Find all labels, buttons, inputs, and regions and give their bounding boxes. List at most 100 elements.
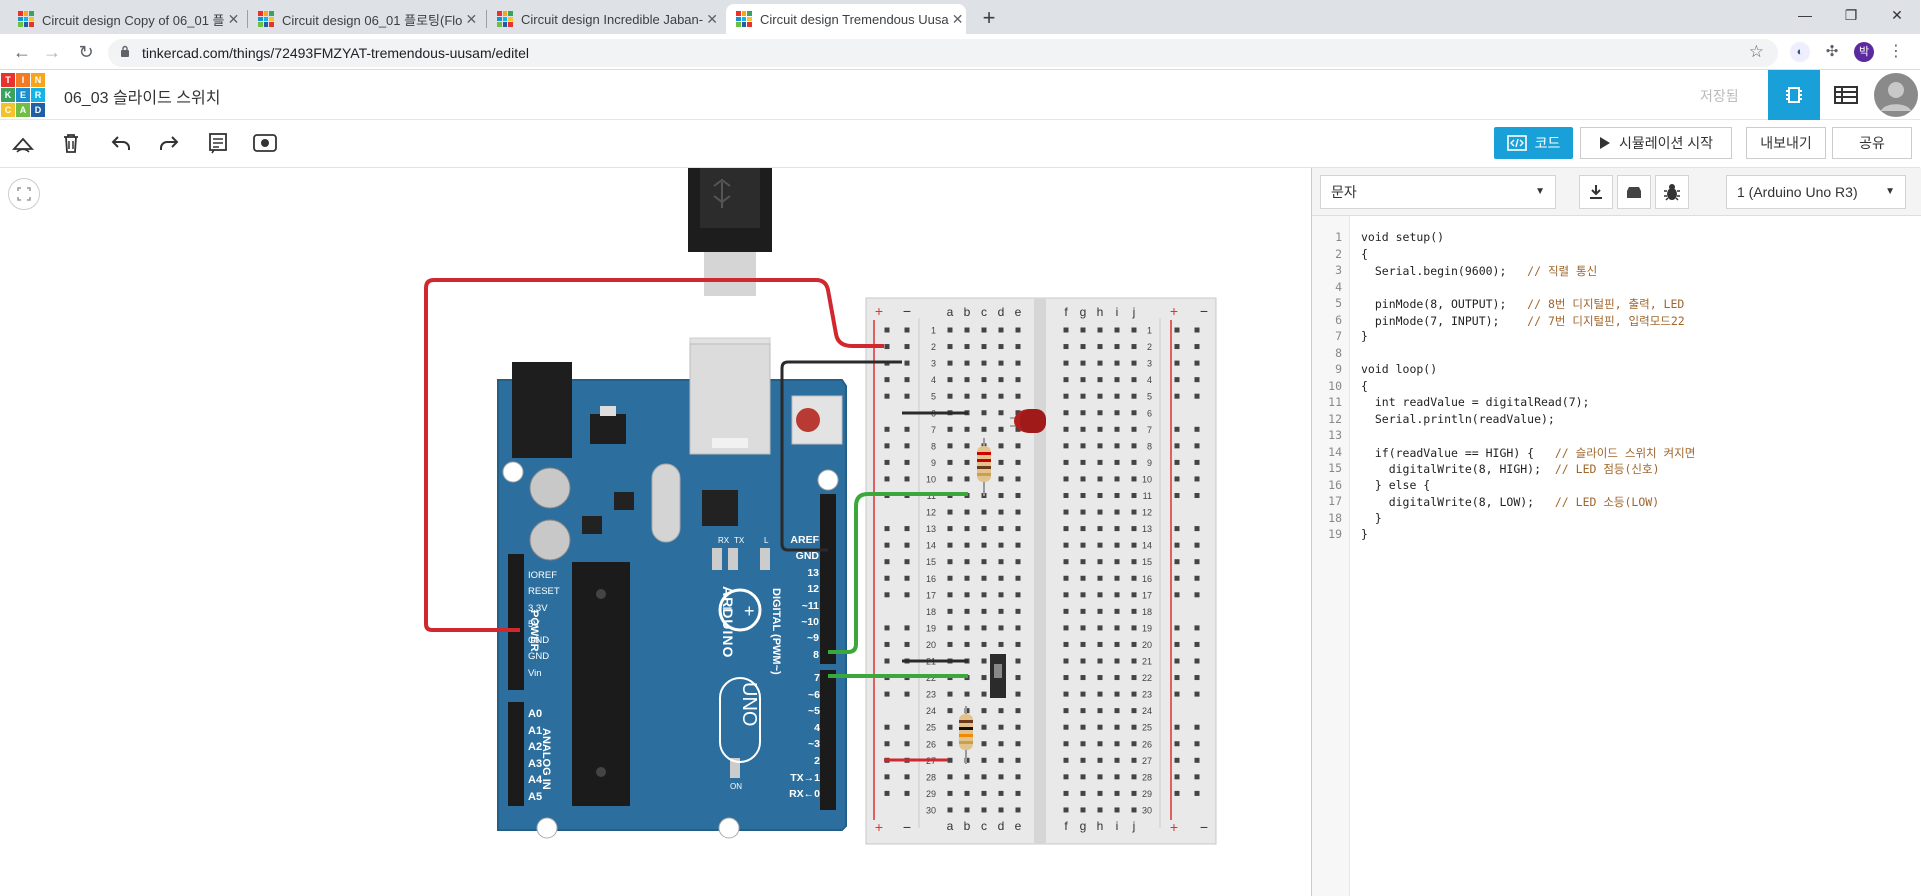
breadboard-hole[interactable] [998,592,1004,598]
breadboard-hole[interactable] [998,344,1004,350]
breadboard-hole[interactable] [1194,377,1200,383]
breadboard-hole[interactable] [998,641,1004,647]
breadboard-hole[interactable] [1015,807,1021,813]
close-tab-icon[interactable]: ✕ [227,10,240,27]
breadboard-hole[interactable] [1097,790,1103,796]
breadboard-hole[interactable] [1080,426,1086,432]
code-line[interactable]: } else { [1361,478,1430,492]
puzzle-extensions-icon[interactable]: ✣ [1825,43,1839,60]
breadboard-hole[interactable] [904,724,910,730]
breadboard-hole[interactable] [981,377,987,383]
breadboard-hole[interactable] [1063,675,1069,681]
breadboard-hole[interactable] [884,526,890,532]
breadboard-hole[interactable] [998,790,1004,796]
breadboard-hole[interactable] [1015,559,1021,565]
breadboard-hole[interactable] [947,559,953,565]
browser-tab-4-active[interactable]: Circuit design Tremendous Uusa ✕ [726,4,966,34]
breadboard-hole[interactable] [981,360,987,366]
breadboard-hole[interactable] [1194,575,1200,581]
breadboard-hole[interactable] [1080,393,1086,399]
breadboard-hole[interactable] [981,790,987,796]
browser-menu-icon[interactable]: ⋮ [1888,43,1904,60]
breadboard-hole[interactable] [1080,575,1086,581]
close-window-icon[interactable]: ✕ [1891,7,1903,23]
download-code-button[interactable] [1579,175,1613,209]
breadboard-hole[interactable] [1063,608,1069,614]
breadboard-hole[interactable] [1063,724,1069,730]
breadboard-hole[interactable] [884,327,890,333]
breadboard-hole[interactable] [947,592,953,598]
breadboard-hole[interactable] [1080,724,1086,730]
breadboard-hole[interactable] [1063,476,1069,482]
breadboard-hole[interactable] [964,344,970,350]
redo-icon[interactable] [156,132,182,158]
breadboard-hole[interactable] [998,393,1004,399]
code-line[interactable]: digitalWrite(8, HIGH); // LED 점등(신호) [1361,461,1660,477]
breadboard-hole[interactable] [1174,426,1180,432]
breadboard-hole[interactable] [1131,790,1137,796]
breadboard-hole[interactable] [1097,377,1103,383]
breadboard-hole[interactable] [947,459,953,465]
breadboard-hole[interactable] [947,757,953,763]
breadboard-hole[interactable] [1080,641,1086,647]
breadboard-hole[interactable] [964,360,970,366]
breadboard-hole[interactable] [1063,459,1069,465]
resistor-switch[interactable] [959,706,973,764]
breadboard-hole[interactable] [1114,774,1120,780]
breadboard-hole[interactable] [981,675,987,681]
breadboard-hole[interactable] [1063,410,1069,416]
breadboard-hole[interactable] [1097,575,1103,581]
tinkercad-logo[interactable]: T I N K E R C A D [1,73,45,117]
breadboard-hole[interactable] [1080,625,1086,631]
breadboard-hole[interactable] [1174,493,1180,498]
breadboard-hole[interactable] [904,691,910,697]
breadboard-hole[interactable] [1114,757,1120,763]
breadboard-hole[interactable] [1194,641,1200,647]
breadboard-hole[interactable] [1131,344,1137,350]
breadboard-hole[interactable] [1097,410,1103,416]
code-line[interactable]: } [1361,527,1368,541]
breadboard-hole[interactable] [1097,807,1103,813]
breadboard-hole[interactable] [1097,542,1103,548]
breadboard-hole[interactable] [947,774,953,780]
breadboard-hole[interactable] [947,608,953,614]
code-line[interactable]: Serial.begin(9600); // 직렬 통신 [1361,263,1597,279]
device-dropdown[interactable]: 1 (Arduino Uno R3) ▼ [1726,175,1906,209]
breadboard-hole[interactable] [1015,377,1021,383]
breadboard-hole[interactable] [1194,724,1200,730]
breadboard-hole[interactable] [1015,608,1021,614]
breadboard-hole[interactable] [1194,790,1200,796]
breadboard-hole[interactable] [1194,691,1200,697]
breadboard-hole[interactable] [1131,476,1137,482]
breadboard-hole[interactable] [1174,327,1180,333]
code-line[interactable]: Serial.println(readValue); [1361,412,1555,426]
breadboard-hole[interactable] [884,790,890,796]
breadboard-hole[interactable] [904,542,910,548]
breadboard-hole[interactable] [1063,741,1069,747]
breadboard-hole[interactable] [1131,675,1137,681]
breadboard-hole[interactable] [1063,526,1069,532]
code-line[interactable]: void setup() [1361,230,1444,244]
breadboard-hole[interactable] [981,708,987,714]
breadboard-hole[interactable] [981,542,987,548]
breadboard-hole[interactable] [904,790,910,796]
breadboard-hole[interactable] [1080,757,1086,763]
breadboard-hole[interactable] [998,724,1004,730]
breadboard-hole[interactable] [947,393,953,399]
breadboard-hole[interactable] [964,608,970,614]
code-line[interactable]: { [1361,379,1368,393]
breadboard-hole[interactable] [904,526,910,532]
breadboard-hole[interactable] [1063,377,1069,383]
breadboard-hole[interactable] [998,807,1004,813]
breadboard-hole[interactable] [904,443,910,449]
breadboard-hole[interactable] [904,426,910,432]
forward-arrow-icon[interactable]: → [43,42,61,62]
breadboard-hole[interactable] [1131,410,1137,416]
breadboard-hole[interactable] [998,443,1004,449]
breadboard-hole[interactable] [1174,476,1180,482]
breadboard-hole[interactable] [1097,757,1103,763]
url-field[interactable]: tinkercad.com/things/72493FMZYAT-tremend… [108,39,1778,67]
breadboard-hole[interactable] [1194,757,1200,763]
breadboard-hole[interactable] [1097,592,1103,598]
browser-tab-2[interactable]: Circuit design 06_01 플로팅(Flo ✕ [248,4,484,34]
